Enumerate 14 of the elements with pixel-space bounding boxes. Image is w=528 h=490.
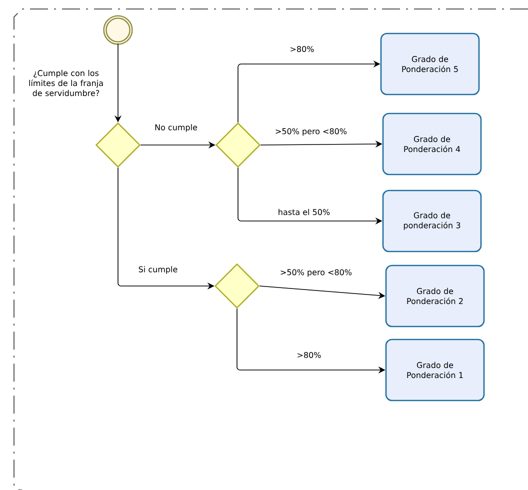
edge-label: >50% pero <80% <box>274 127 348 137</box>
edge-label: >50% pero <80% <box>278 268 354 278</box>
task-box: Grado de ponderación 3 <box>382 190 482 252</box>
gateway-label: ¿Cumple con los límites de la franja de servidumbre? <box>29 70 103 96</box>
task-box: Grado de Ponderación 1 <box>385 338 485 402</box>
task-box: Grado de Ponderación 4 <box>382 112 482 176</box>
edge-label: Si cumple <box>137 265 179 275</box>
edge-label: >80% <box>288 44 316 54</box>
start-event-circle <box>103 15 133 45</box>
edge-label: No cumple <box>154 123 198 133</box>
task-box: Grado de Ponderación 2 <box>385 264 485 328</box>
edge-label: hasta el 50% <box>276 208 332 216</box>
edge-label: >80% <box>296 350 322 360</box>
task-box: Grado de Ponderación 5 <box>380 32 480 96</box>
